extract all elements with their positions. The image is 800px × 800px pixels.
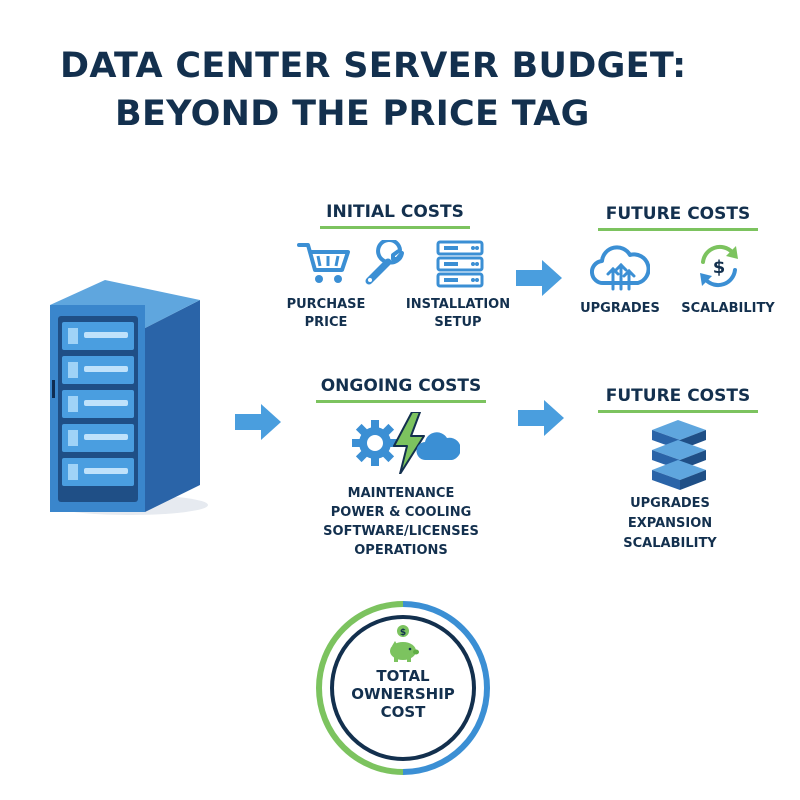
lightning-bolt-icon — [392, 412, 426, 474]
future-costs-bottom-underline — [598, 410, 758, 413]
total-line-1: TOTAL — [376, 667, 430, 685]
ongoing-costs-heading: ONGOING COSTS — [316, 376, 486, 403]
future-costs-top-underline — [598, 228, 758, 231]
shopping-cart-icon — [296, 240, 352, 286]
server-rack-icon — [40, 280, 210, 520]
total-cost-ring — [316, 600, 490, 780]
upgrades-label: UPGRADES — [580, 301, 660, 316]
installation-setup-line-1: INSTALLATION — [405, 297, 511, 312]
server-stack-icon — [436, 240, 484, 288]
total-line-3: COST — [380, 703, 426, 721]
svg-text:$: $ — [400, 628, 406, 638]
ongoing-costs-heading-text: ONGOING COSTS — [320, 376, 482, 396]
future-costs-top-heading-text: FUTURE COSTS — [605, 204, 751, 224]
scalability-label: SCALABILITY — [681, 301, 775, 316]
future-item-scalability: SCALABILITY — [623, 536, 717, 551]
title-line-2: BEYOND THE PRICE TAG — [115, 94, 590, 134]
arrow-right-icon — [235, 402, 283, 442]
server-stack-icon — [648, 420, 710, 490]
total-ownership-cost-label: TOTAL OWNERSHIP COST — [333, 667, 473, 721]
future-costs-bottom-heading-text: FUTURE COSTS — [605, 386, 751, 406]
installation-setup-line-2: SETUP — [434, 315, 482, 330]
installation-setup-label: INSTALLATION SETUP — [400, 296, 516, 332]
purchase-price-label: PURCHASE PRICE — [276, 296, 376, 332]
arrow-right-icon — [518, 398, 566, 438]
gear-icon — [350, 418, 400, 468]
cloud-upload-icon — [590, 243, 650, 291]
future-costs-bottom-list: UPGRADES EXPANSION SCALABILITY — [610, 494, 730, 554]
wrench-icon — [360, 240, 408, 288]
future-costs-bottom-heading: FUTURE COSTS — [598, 386, 758, 413]
future-item-upgrades: UPGRADES — [630, 496, 710, 511]
initial-costs-heading-text: INITIAL COSTS — [326, 202, 464, 222]
title-line-1: DATA CENTER SERVER BUDGET: — [60, 46, 687, 86]
initial-costs-underline — [320, 226, 470, 229]
total-line-2: OWNERSHIP — [351, 685, 455, 703]
ongoing-item-maintenance: MAINTENANCE — [347, 486, 455, 501]
ongoing-item-power-cooling: POWER & COOLING — [330, 505, 472, 520]
svg-text:$: $ — [713, 257, 726, 278]
purchase-price-line-2: PRICE — [304, 315, 348, 330]
ongoing-item-software-licenses: SOFTWARE/LICENSES — [323, 524, 479, 539]
ongoing-costs-underline — [316, 400, 486, 403]
cloud-icon — [416, 424, 460, 464]
dollar-cycle-icon: $ — [694, 242, 744, 290]
ongoing-costs-list: MAINTENANCE POWER & COOLING SOFTWARE/LIC… — [316, 484, 486, 560]
future-item-expansion: EXPANSION — [627, 516, 713, 531]
piggy-bank-icon: $ — [385, 624, 421, 664]
future-costs-top-heading: FUTURE COSTS — [598, 204, 758, 231]
purchase-price-line-1: PURCHASE — [286, 297, 366, 312]
initial-costs-heading: INITIAL COSTS — [320, 202, 470, 229]
ongoing-item-operations: OPERATIONS — [354, 543, 448, 558]
arrow-right-icon — [516, 258, 564, 298]
